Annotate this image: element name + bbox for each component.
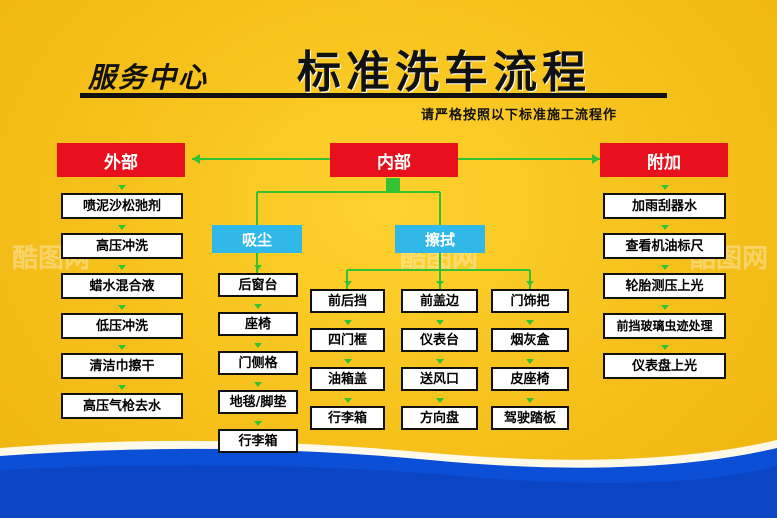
page-title: 标准洗车流程 [297, 47, 591, 98]
exterior-header: 外部 [57, 143, 185, 177]
flow-arrow-icon [660, 265, 669, 270]
flow-arrow-icon [435, 281, 444, 286]
step-box: 前后挡 [310, 289, 385, 313]
step-box: 高压冲洗 [61, 233, 183, 259]
flow-arrow-icon [660, 185, 669, 190]
step-box: 地毯/脚垫 [218, 390, 298, 414]
flow-arrow-icon [343, 398, 352, 403]
flow-arrow-icon [660, 225, 669, 230]
step-box: 仪表台 [401, 328, 478, 352]
step-box: 前盖边 [401, 289, 478, 313]
flow-arrow-icon [254, 382, 262, 387]
title-underline [80, 93, 667, 98]
step-box: 送风口 [401, 367, 478, 391]
flow-arrow-icon [526, 281, 534, 286]
vacuum-subheader: 吸尘 [212, 225, 302, 253]
step-box: 门饰把 [491, 289, 569, 313]
flow-arrow-icon [118, 265, 126, 270]
wipe-subheader: 擦拭 [395, 225, 485, 253]
flow-arrow-icon [435, 398, 444, 403]
flow-arrow-icon [118, 185, 126, 190]
flow-arrow-icon [526, 398, 534, 403]
flow-arrow-icon [254, 304, 262, 309]
flow-arrow-icon [118, 225, 126, 230]
step-box: 轮胎测压上光 [603, 273, 726, 299]
step-box: 驾驶踏板 [491, 406, 569, 430]
flow-arrow-icon [254, 343, 262, 348]
step-box: 加雨刮器水 [603, 193, 726, 219]
flow-arrow-icon [118, 385, 126, 390]
service-center-label: 服务中心 [88, 61, 209, 94]
step-box: 油箱盖 [310, 367, 385, 391]
step-box: 低压冲洗 [61, 313, 183, 339]
interior-header: 内部 [330, 143, 458, 177]
step-box: 烟灰盒 [491, 328, 569, 352]
step-box: 方向盘 [401, 406, 478, 430]
step-box: 仪表盘上光 [603, 353, 726, 379]
flow-arrow-icon [118, 305, 126, 310]
flow-arrow-icon [435, 320, 444, 325]
step-box: 查看机油标尺 [603, 233, 726, 259]
flow-arrow-icon [435, 359, 444, 364]
flow-arrow-icon [343, 320, 352, 325]
flow-arrow-icon [343, 359, 352, 364]
flow-arrow-icon [254, 421, 262, 426]
step-box: 行李箱 [310, 406, 385, 430]
flow-arrow-icon [118, 345, 126, 350]
flow-arrow-icon [526, 320, 534, 325]
step-box: 行李箱 [218, 429, 298, 453]
step-box: 门侧格 [218, 351, 298, 375]
flow-arrow-icon [254, 265, 262, 270]
flow-arrow-icon [526, 359, 534, 364]
step-box: 清洁巾擦干 [61, 353, 183, 379]
addon-header: 附加 [600, 143, 728, 177]
step-box: 四门框 [310, 328, 385, 352]
step-box: 喷泥沙松弛剂 [61, 193, 183, 219]
step-box: 蜡水混合液 [61, 273, 183, 299]
step-box: 座椅 [218, 312, 298, 336]
flow-arrow-icon [660, 305, 669, 310]
step-box: 后窗台 [218, 273, 298, 297]
flow-arrow-icon [660, 345, 669, 350]
step-box: 前挡玻璃虫迹处理 [603, 313, 726, 339]
step-box: 皮座椅 [491, 367, 569, 391]
step-box: 高压气枪去水 [61, 393, 183, 419]
flow-arrow-icon [343, 281, 352, 286]
page-subtitle: 请严格按照以下标准施工流程作 [421, 108, 618, 123]
